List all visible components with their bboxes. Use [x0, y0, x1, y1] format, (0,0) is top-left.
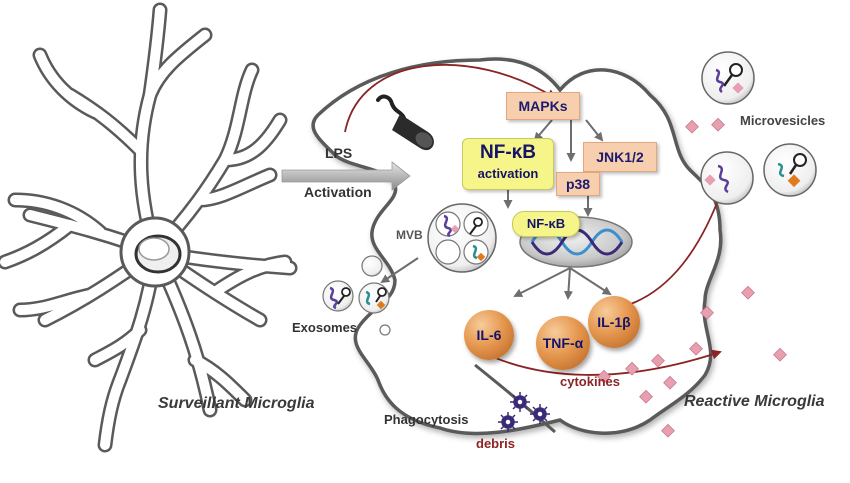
il1b-label: IL-1β: [597, 314, 631, 330]
nfkb-activation-box: NF-κB activation: [462, 138, 554, 190]
microvesicles: [700, 51, 817, 205]
il6-label: IL-6: [476, 327, 502, 343]
cytokines-label: cytokines: [560, 374, 620, 389]
il6-cytokine: IL-6: [464, 310, 514, 360]
mapks-box: MAPKs: [506, 92, 580, 120]
lps-signal-arrow: [344, 64, 557, 133]
surveillant-microglia-label: Surveillant Microglia: [158, 395, 315, 412]
secreted-cytokines: [597, 117, 787, 438]
lps-label: LPS: [325, 145, 353, 161]
phagocytosis-label: Phagocytosis: [384, 412, 469, 427]
p38-label: p38: [565, 176, 591, 192]
lps-molecule-icon: [376, 94, 434, 151]
nfkb-activation-title: NF-κB: [480, 142, 536, 163]
activation-label: Activation: [304, 184, 372, 200]
activation-arrow: [281, 161, 411, 191]
mapks-label: MAPKs: [518, 98, 568, 114]
nfkb-label: NF-κB: [526, 216, 566, 231]
jnk-box: JNK1/2: [583, 142, 657, 172]
mvb-label: MVB: [396, 228, 423, 242]
surveillant-microglia-cell: [0, 2, 298, 453]
exosomes: [322, 255, 391, 336]
tnfa-cytokine: TNF-α: [536, 316, 590, 370]
p38-box: p38: [556, 172, 600, 196]
nfkb-activation-subtitle: activation: [477, 166, 539, 181]
signaling-arrows: [380, 119, 612, 300]
debris-label: debris: [476, 436, 516, 451]
il1b-cytokine: IL-1β: [588, 296, 640, 348]
jnk-label: JNK1/2: [596, 149, 644, 165]
cytokines-arrow: [481, 349, 722, 376]
cytokine-secretion-arrow: [627, 188, 724, 306]
reactive-microglia-label: Reactive Microglia: [684, 393, 825, 410]
microvesicles-label: Microvesicles: [740, 113, 826, 128]
tnfa-label: TNF-α: [542, 335, 584, 351]
mvb: [427, 203, 497, 273]
debris-particle-icon: [498, 392, 550, 432]
exosomes-label: Exosomes: [292, 320, 358, 335]
nfkb-box: NF-κB: [512, 211, 580, 237]
